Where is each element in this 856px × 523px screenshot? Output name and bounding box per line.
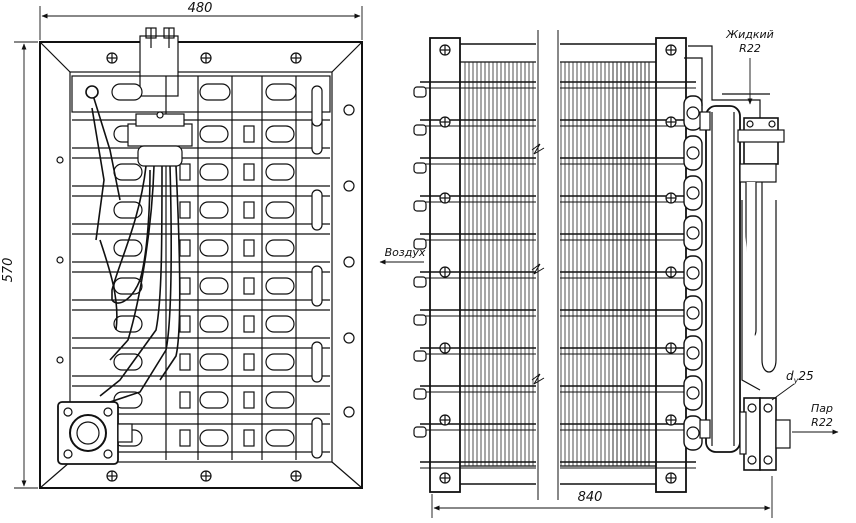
side-view xyxy=(413,30,791,500)
tube-cap xyxy=(413,426,427,438)
tube-end xyxy=(265,201,295,219)
tube-end xyxy=(199,391,229,409)
vapor-label-1: Пар xyxy=(811,402,833,415)
tube-bend xyxy=(311,341,323,383)
tube-cap xyxy=(413,238,427,250)
capillary-tubes xyxy=(85,85,181,403)
tube-cap xyxy=(413,162,427,174)
tube-end xyxy=(199,315,229,333)
tube-end xyxy=(113,315,143,333)
vapor-label-2: R22 xyxy=(811,416,833,429)
top-bracket xyxy=(139,27,179,97)
front-inner-frame xyxy=(69,71,333,463)
plate-bolts xyxy=(413,44,677,484)
tube-end xyxy=(265,429,295,447)
dimension-height: 570 xyxy=(1,258,16,283)
liquid-label-1: Жидкий xyxy=(725,28,774,41)
tube-end xyxy=(265,163,295,181)
tube-end xyxy=(199,277,229,295)
liquid-distributor xyxy=(684,45,785,391)
liquid-label-2: R22 xyxy=(739,42,761,55)
tube-cap xyxy=(413,276,427,288)
pipe-size-value: 25 xyxy=(798,369,813,383)
front-outer-frame xyxy=(39,41,363,489)
tube-end xyxy=(199,239,229,257)
tube-bend xyxy=(311,265,323,307)
tube-end xyxy=(113,201,143,219)
dimension-width: 480 xyxy=(188,1,213,16)
tube-end xyxy=(199,125,229,143)
tube-cap xyxy=(413,200,427,212)
tube-end xyxy=(199,353,229,371)
front-dimensions xyxy=(14,6,363,489)
pipe-size-subscript: у xyxy=(793,376,799,385)
vapor-outlet-flange xyxy=(739,397,791,471)
tube-bend xyxy=(311,189,323,231)
tube-cap xyxy=(413,86,427,98)
tube-end xyxy=(265,239,295,257)
dimension-length: 840 xyxy=(578,490,603,505)
tube-bend xyxy=(311,85,323,127)
tube-bend xyxy=(311,417,323,459)
left-end-plate xyxy=(429,37,461,493)
air-label: Воздух xyxy=(385,246,426,259)
tube-end xyxy=(265,391,295,409)
tube-end xyxy=(111,83,143,101)
tube-end xyxy=(265,83,297,101)
tube-cap xyxy=(413,388,427,400)
outlet-flange xyxy=(57,401,133,465)
tube-end xyxy=(265,125,295,143)
pipe-size-symbol: d xyxy=(786,369,794,383)
distributor xyxy=(127,111,193,167)
frame-bolts xyxy=(56,52,355,482)
tube-cap xyxy=(413,314,427,326)
tube-end xyxy=(199,201,229,219)
front-view xyxy=(39,27,363,489)
tube-end xyxy=(265,277,295,295)
return-bends xyxy=(683,95,703,451)
suction-header xyxy=(699,105,741,453)
tube-end xyxy=(199,429,229,447)
tube-end xyxy=(199,163,229,181)
side-dimensions xyxy=(379,58,839,518)
tube-cap xyxy=(413,350,427,362)
tube-cap xyxy=(413,124,427,136)
tube-end xyxy=(265,315,295,333)
tube-end xyxy=(199,83,231,101)
tube-end xyxy=(265,353,295,371)
pipe-size-label: dу25 xyxy=(786,369,814,385)
tube-end xyxy=(113,163,143,181)
